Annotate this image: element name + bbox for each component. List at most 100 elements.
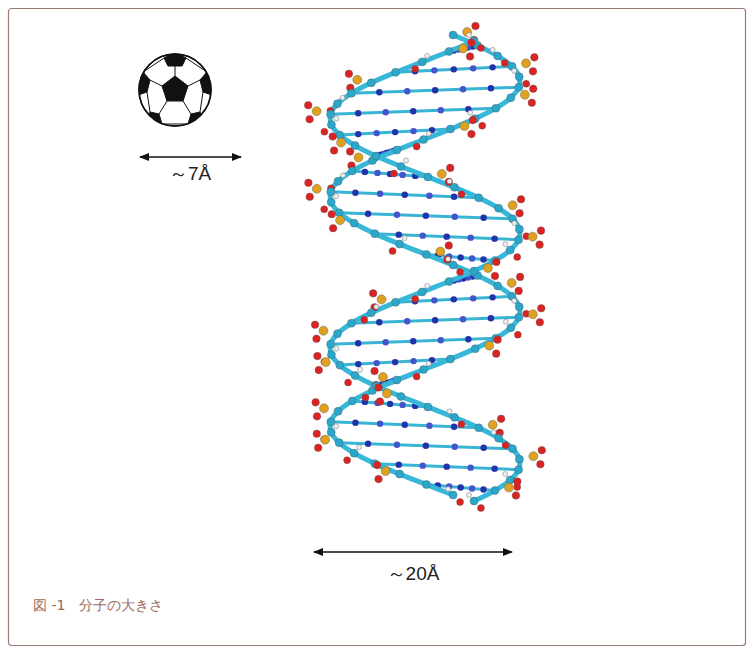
atom xyxy=(447,179,452,184)
atom xyxy=(470,497,478,505)
frame-border xyxy=(9,9,746,646)
atom xyxy=(458,191,465,198)
atom xyxy=(516,273,524,281)
atom xyxy=(528,310,537,319)
atom xyxy=(353,75,362,84)
base-atom xyxy=(443,233,449,239)
atom xyxy=(304,101,312,109)
atom xyxy=(508,201,517,210)
atom xyxy=(350,449,358,457)
atom xyxy=(477,505,484,512)
base-atom xyxy=(352,190,358,196)
dimension-arrow xyxy=(314,551,512,553)
base-atom xyxy=(460,316,466,322)
base-atom xyxy=(352,420,358,426)
base-atom xyxy=(355,340,361,346)
atom xyxy=(492,350,500,358)
atom xyxy=(412,65,419,72)
atom xyxy=(396,470,404,478)
base-atom xyxy=(431,297,437,303)
atom xyxy=(503,472,508,477)
base-atom xyxy=(489,294,495,300)
atom xyxy=(509,445,517,453)
backbone xyxy=(330,35,520,495)
atom xyxy=(450,413,458,421)
atom xyxy=(341,173,346,178)
atom xyxy=(351,372,359,380)
atom xyxy=(506,476,514,484)
atom xyxy=(357,445,362,450)
atom xyxy=(468,130,476,138)
atom xyxy=(424,173,432,181)
dimension-label: ～7Å xyxy=(169,163,211,186)
atom xyxy=(314,352,322,360)
base-atom xyxy=(451,424,457,430)
atom xyxy=(477,45,484,52)
atom xyxy=(347,319,355,327)
atom xyxy=(445,277,453,285)
atom xyxy=(437,169,446,178)
atom xyxy=(537,460,545,468)
atom xyxy=(515,303,523,311)
atom xyxy=(449,31,457,39)
atom xyxy=(315,366,323,374)
base-atom xyxy=(396,231,402,237)
atom xyxy=(523,80,530,87)
atom xyxy=(371,230,379,238)
atom xyxy=(412,295,419,302)
atom xyxy=(457,269,464,276)
atom xyxy=(515,287,523,295)
atom xyxy=(469,116,477,124)
base-atom xyxy=(399,402,405,408)
atom xyxy=(312,184,321,193)
atom xyxy=(333,100,341,108)
atom xyxy=(520,90,529,99)
atom xyxy=(514,254,521,261)
atom xyxy=(449,261,457,269)
atom xyxy=(348,397,356,405)
base-atom xyxy=(399,172,405,178)
atom xyxy=(396,240,404,248)
atom xyxy=(475,424,483,432)
base-atom xyxy=(355,110,361,116)
atom xyxy=(371,367,379,375)
base-atom xyxy=(383,109,389,115)
base-atom xyxy=(451,296,457,302)
atom xyxy=(392,298,400,306)
atom xyxy=(471,345,479,353)
backbone xyxy=(330,41,520,501)
atom xyxy=(537,304,545,312)
atom xyxy=(413,143,420,150)
atom xyxy=(312,107,321,116)
atom xyxy=(344,457,351,464)
base-atom xyxy=(404,318,410,324)
atom xyxy=(515,466,523,474)
atom xyxy=(536,241,544,249)
base-atom xyxy=(469,485,475,491)
atom xyxy=(362,394,369,401)
atom xyxy=(495,434,503,442)
atom xyxy=(515,73,523,81)
base-atom xyxy=(438,107,444,113)
atom xyxy=(348,167,356,175)
atom xyxy=(418,58,426,66)
base-atom xyxy=(460,86,466,92)
base-atom xyxy=(365,211,371,217)
atom xyxy=(468,39,476,47)
base-atom xyxy=(469,255,475,261)
atom xyxy=(528,99,536,107)
atom xyxy=(466,33,471,38)
atom xyxy=(382,389,391,398)
atom xyxy=(337,138,346,147)
atom xyxy=(450,183,458,191)
figure-caption: 図 -1 分子の大きさ xyxy=(33,597,163,614)
atom xyxy=(334,407,342,415)
atom xyxy=(334,177,342,185)
atom xyxy=(336,131,344,139)
atom xyxy=(475,194,483,202)
atom xyxy=(376,398,384,406)
base-atom xyxy=(392,129,398,135)
atom xyxy=(375,384,383,392)
base-atom xyxy=(376,89,382,95)
dimension-label: ～20Å xyxy=(387,563,440,586)
